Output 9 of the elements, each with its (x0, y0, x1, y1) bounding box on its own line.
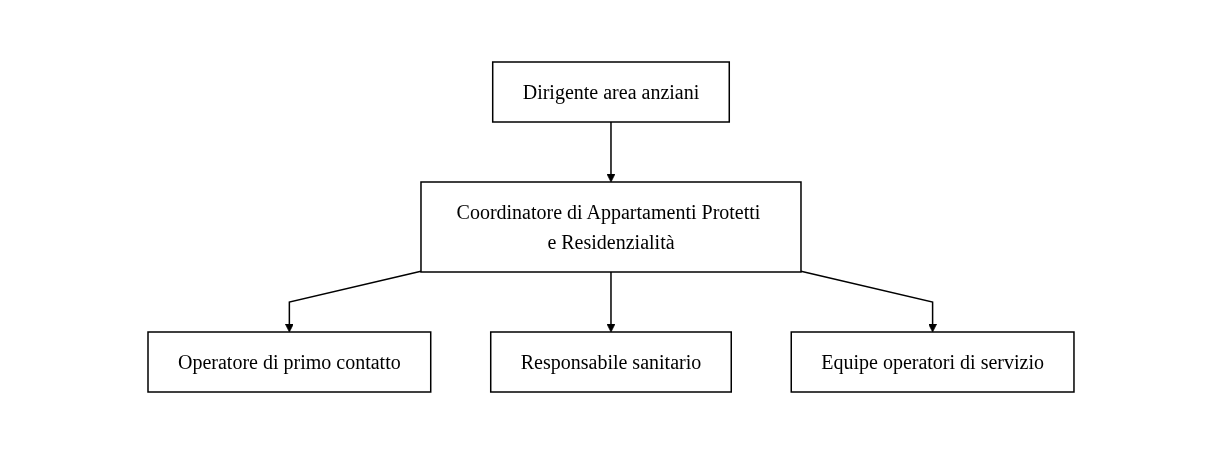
arrow (606, 121, 616, 183)
node-box: Dirigente area anziani (491, 61, 731, 123)
arrow (284, 270, 422, 333)
arrow (800, 270, 937, 333)
node-box: Responsabile sanitario (490, 331, 732, 393)
node-box: Operatore di primo contatto (147, 331, 432, 393)
node-box: Equipe operatori di servizio (790, 331, 1075, 393)
node-box: Coordinatore di Appartamenti Protetti e Residenzialità (420, 181, 802, 273)
arrow (606, 271, 616, 333)
